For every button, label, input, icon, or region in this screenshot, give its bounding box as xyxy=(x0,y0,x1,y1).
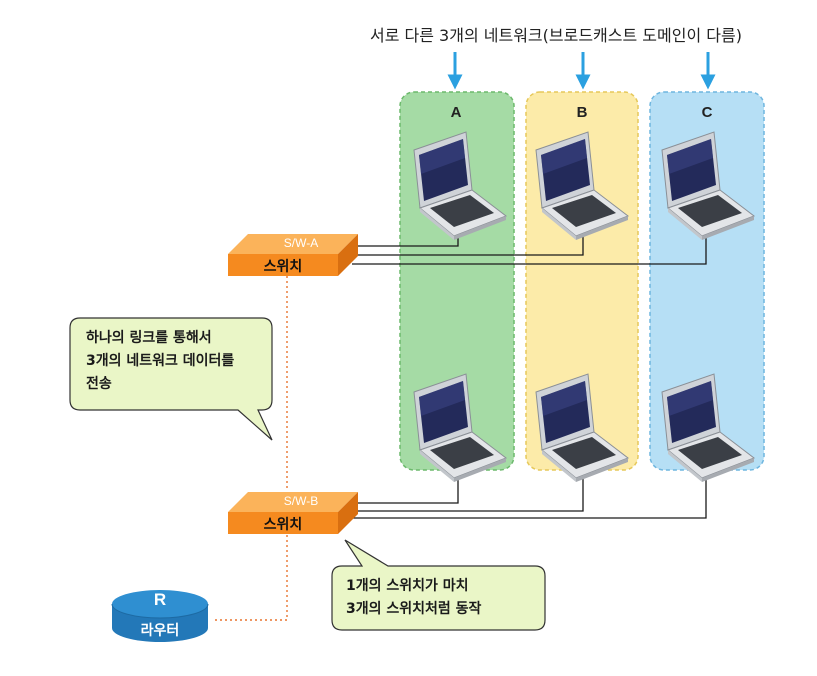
switch-b-tag: S/W-B xyxy=(283,494,319,508)
callout-line: 전송 xyxy=(86,376,112,392)
router-icon xyxy=(111,590,209,642)
zone-label-c: C xyxy=(701,104,713,121)
switch-icon xyxy=(228,234,358,276)
callout-line: 1개의 스위치가 마치 xyxy=(346,578,469,594)
page-title: 서로 다른 3개의 네트워크(브로드캐스트 도메인이 다름) xyxy=(370,26,742,45)
trunk-link xyxy=(212,276,288,621)
switch-a-tag: S/W-A xyxy=(283,236,319,250)
cables-bottom xyxy=(352,462,707,519)
switch-b-label: 스위치 xyxy=(263,517,303,533)
router-letter: R xyxy=(153,590,167,609)
callout-bubble xyxy=(69,317,273,441)
callout-line: 하나의 링크를 통해서 xyxy=(86,330,212,346)
callout-vlan-text: 1개의 스위치가 마치 3개의 스위치처럼 동작 xyxy=(346,575,481,621)
zone-label-a: A xyxy=(450,104,462,121)
callout-bubble xyxy=(331,539,546,631)
switch-icon xyxy=(228,492,358,534)
zone-label-b: B xyxy=(576,104,588,121)
callout-line: 3개의 스위치처럼 동작 xyxy=(346,601,482,617)
switch-a-label: 스위치 xyxy=(263,259,303,275)
callout-trunk-text: 하나의 링크를 통해서 3개의 네트워크 데이터를 전송 xyxy=(86,327,234,396)
router-label: 라우터 xyxy=(140,623,180,639)
callout-line: 3개의 네트워크 데이터를 xyxy=(86,353,235,369)
